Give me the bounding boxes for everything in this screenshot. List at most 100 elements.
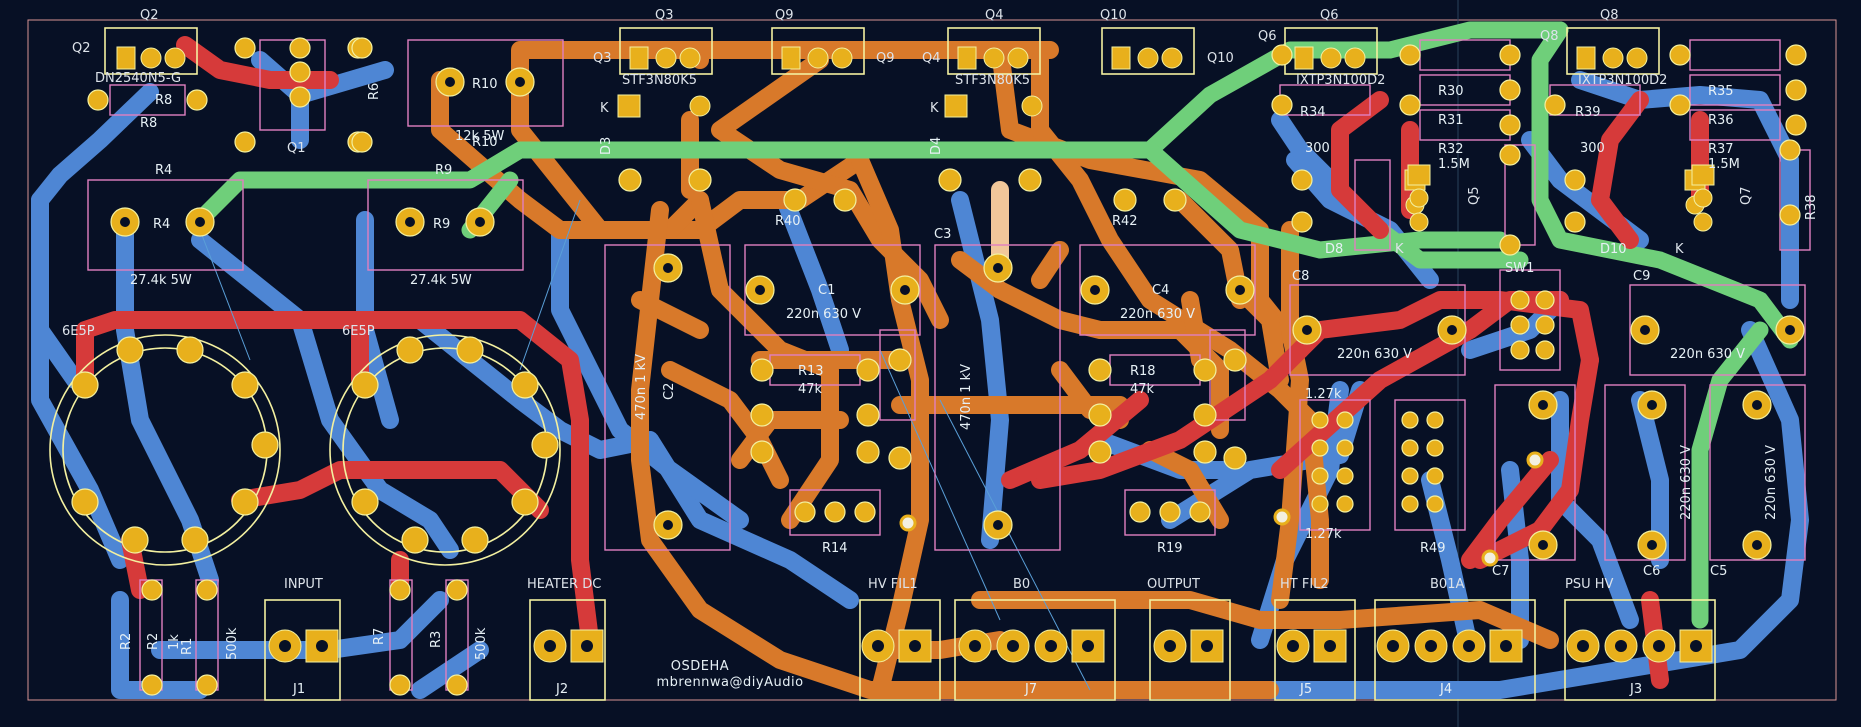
label-r18: R18 [1130,364,1156,379]
label-r9: R9 [433,217,450,232]
label-r6: R6 [367,83,382,100]
label-k-d3: K [600,101,609,116]
label-j5: J5 [1299,682,1312,697]
label-r14: R14 [822,541,848,556]
label-c4-val: 220n 630 V [1120,307,1195,322]
label-q3-top: Q3 [655,8,674,23]
label-r10-bottom: R10 [472,135,498,150]
label-d4: D4 [929,137,944,155]
label-r4-top: R4 [155,163,172,178]
label-d8: D8 [1325,242,1343,257]
label-b: B0 [1013,577,1030,592]
label-r10-val: 12k 5W [455,129,504,144]
label-r1-val: 500k [225,627,240,660]
pads [71,37,1807,696]
label-r31: R31 [1438,113,1464,128]
label-q10: Q10 [1207,51,1234,66]
label-tube-right: 6E5P [342,324,375,339]
label-c3-val: 470n 1 kV [959,364,974,430]
label-input: INPUT [284,577,323,592]
label-q10-top: Q10 [1100,8,1127,23]
label-q2-part: DN2540N5-G [95,71,181,86]
label-j7: J7 [1024,682,1037,697]
label-j3: J3 [1629,682,1642,697]
label-c1-val: 220n 630 V [786,307,861,322]
label-j2: J2 [555,682,568,697]
label-q6-top: Q6 [1320,8,1339,23]
label-c1: C1 [818,283,835,298]
label-c8-val: 220n 630 V [1337,347,1412,362]
label-q8: Q8 [1540,29,1559,44]
label-c2-val: 470n 1 kV [634,354,649,420]
label-r30: R30 [1438,84,1464,99]
label-q2: Q2 [72,41,91,56]
label-r-127k-top: 1.27k [1305,387,1342,402]
label-r37-val: 1.5M [1708,157,1740,172]
label-r36: R36 [1708,113,1734,128]
label-r8-inner: R8 [155,93,172,108]
label-r9-val: 27.4k 5W [410,273,472,288]
label-r2-val: 1k [167,634,182,650]
label-q6: Q6 [1258,29,1277,44]
label-hvfil2: HT FIL2 [1280,577,1329,592]
label-c6-val: 220n 630 V [1679,445,1694,520]
label-q7: Q7 [1739,186,1754,205]
label-r13: R13 [798,364,824,379]
label-r2-inner: R2 [146,633,161,650]
tube-socket-right-outline [329,334,561,566]
label-k-d8: K [1395,242,1404,257]
label-r32: R32 [1438,142,1464,157]
label-d10: D10 [1600,242,1627,257]
label-c8: C8 [1292,269,1309,284]
label-r49: R49 [1420,541,1446,556]
label-r10: R10 [472,77,498,92]
board-title: OSDEHA [671,659,729,674]
label-r3-val: 500k [474,627,489,660]
board-author: mbrennwa@diyAudio [656,675,803,690]
label-sw1: SW1 [1505,261,1534,276]
label-r39-val: 300 [1580,141,1605,156]
label-r13-val: 47k [798,382,823,397]
label-c5: C5 [1710,564,1727,579]
label-r34: R34 [1300,105,1326,120]
label-j1: J1 [292,682,305,697]
label-r9-top: R9 [435,163,452,178]
label-c5-val: 220n 630 V [1764,445,1779,520]
label-q5: Q5 [1467,186,1482,205]
label-r34-val: 300 [1305,141,1330,156]
label-r19: R19 [1157,541,1183,556]
label-c2: C2 [662,383,677,400]
label-c9-val: 220n 630 V [1670,347,1745,362]
label-q8-top: Q8 [1600,8,1619,23]
silk-labels: Q2 Q2 DN2540N5-G Q1 Q3 Q3 STF3N80K5 Q9 Q… [62,8,1819,697]
label-r42: R42 [1112,214,1138,229]
label-k-d10: K [1675,242,1684,257]
label-r32-val: 1.5M [1438,157,1470,172]
label-r4: R4 [153,217,170,232]
label-r2: R2 [119,633,134,650]
label-r37: R37 [1708,142,1734,157]
label-r3: R3 [429,631,444,648]
label-k-d4: K [930,101,939,116]
label-q9: Q9 [876,51,895,66]
label-r18-val: 47k [1130,382,1155,397]
label-r7: R7 [372,628,387,645]
label-heater: HEATER DC [527,577,601,592]
label-c3: C3 [934,227,951,242]
label-q3-part: STF3N80K5 [622,73,697,88]
label-j4: J4 [1439,682,1452,697]
label-r35: R35 [1708,84,1734,99]
label-tube-left: 6E5P [62,324,95,339]
label-q9-top: Q9 [775,8,794,23]
label-q4-top: Q4 [985,8,1004,23]
label-r1: R1 [180,638,195,655]
tube-socket-left-outline [49,334,281,566]
label-r38: R38 [1804,194,1819,220]
label-d3: D3 [599,137,614,155]
label-psu: PSU HV [1565,577,1614,592]
label-q2-top: Q2 [140,8,159,23]
label-output: OUTPUT [1147,577,1200,592]
label-c9: C9 [1633,269,1650,284]
label-q8-part: IXTP3N100D2 [1578,73,1667,88]
